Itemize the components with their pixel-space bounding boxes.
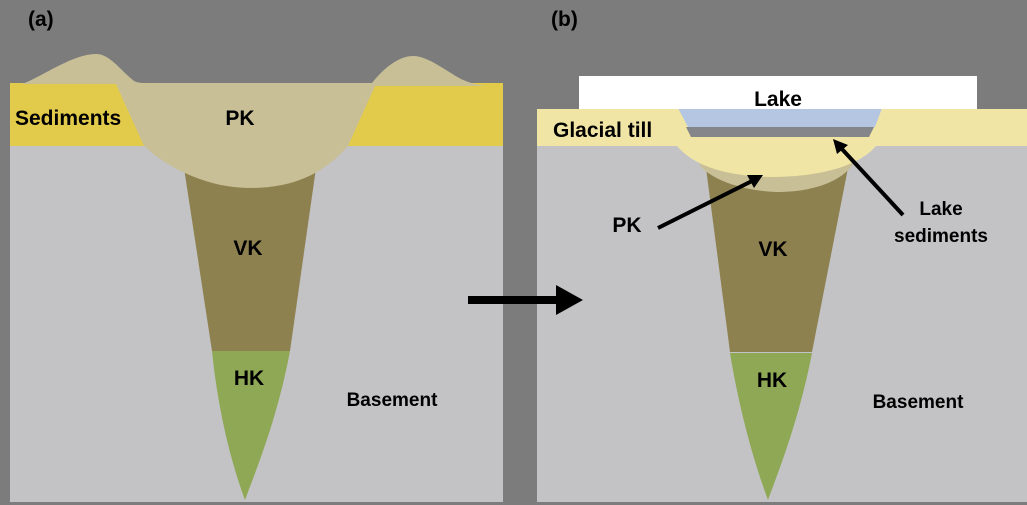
panel-b-hk-body: [730, 353, 812, 500]
pk-pointer-line: [657, 179, 753, 230]
panel-b-lake-sediments-layer: [686, 127, 874, 137]
panel-b-lake-water: [678, 108, 882, 127]
transition-arrow-head: [556, 285, 583, 315]
pk-pointer-head: [747, 175, 763, 188]
panel-a-vk-body: [184, 168, 316, 351]
panel-a-hk-body: [212, 351, 290, 500]
panel-a-hk-label: HK: [233, 367, 265, 390]
glacial-till-label: Glacial till: [553, 119, 653, 142]
panel-b-lake-box: [579, 76, 977, 109]
lake-sediments-pointer-head: [833, 139, 848, 154]
panel-b-basement-label: Basement: [872, 392, 964, 413]
panel-b-vk-label: VK: [758, 238, 788, 261]
lake-label: Lake: [754, 88, 802, 111]
panel-a-pk-label: PK: [225, 107, 255, 130]
panel-a-pk-crater: [22, 54, 489, 188]
panel-b-tag: (b): [551, 8, 578, 31]
transition-arrow-icon: [468, 285, 583, 315]
panel-a-vk-label: VK: [233, 237, 263, 260]
sediments-label: Sediments: [15, 107, 122, 130]
panel-b-vk-body: [706, 168, 848, 352]
transition-arrow-shaft: [468, 296, 557, 304]
panel-a-tag: (a): [28, 8, 54, 31]
pk-pointer-arrow-icon: [657, 175, 763, 230]
panel-a-basement-label: Basement: [346, 390, 438, 411]
lake-sediments-pointer-line: [839, 146, 905, 217]
panel-b-pk-label: PK: [612, 214, 642, 237]
panel-b-glacial-till-band: [537, 109, 1027, 177]
panel-b-hk-label: HK: [756, 369, 788, 392]
lake-sediments-pointer-arrow-icon: [833, 139, 905, 217]
lake-sediments-label: Lake sediments: [894, 199, 988, 247]
